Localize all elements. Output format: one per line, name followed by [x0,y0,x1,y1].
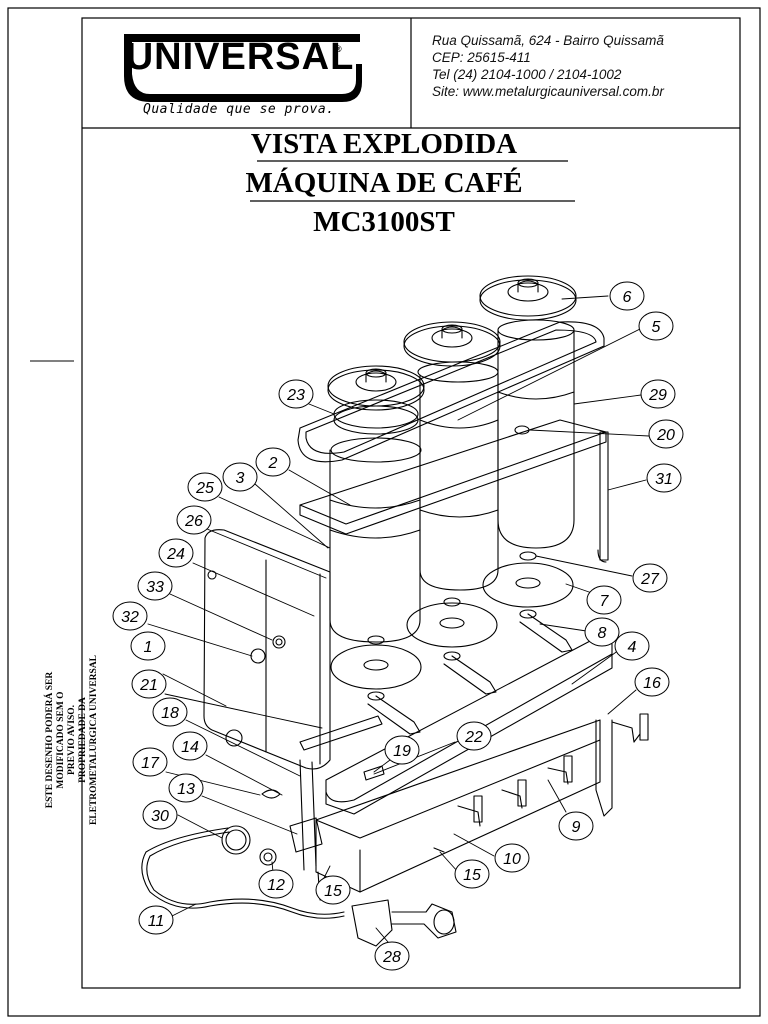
callout-balloon [168,773,204,803]
callout-number: 7 [600,593,610,610]
callout-number: 10 [503,851,521,868]
taps [457,713,649,827]
callout-balloon [158,538,194,568]
callout-number: 6 [623,289,632,306]
callout-balloon [278,379,314,409]
spouts [367,609,573,735]
callout-balloon [132,747,168,777]
callout-number: 29 [648,387,667,404]
canister-left [327,365,425,643]
callout-balloon [130,631,166,661]
callout-balloon [632,563,668,593]
callout-balloon [131,669,167,699]
callout-balloon [614,631,650,661]
callout-number: 22 [464,729,483,746]
callout-balloon [648,419,684,449]
callout-number: 2 [268,455,278,472]
dispenser-discs [330,551,574,690]
callout-balloons: 1234567891011121314151516171819202122232… [112,281,684,971]
callout-number: 1 [144,639,153,656]
callout-number: 4 [628,639,637,656]
power-cable [141,827,345,919]
slogan: Qualidade que se prova. [143,102,335,117]
callout-number: 8 [598,625,607,642]
callout-balloon [255,447,291,477]
callout-balloon [176,505,212,535]
canister-middle [403,321,501,591]
callout-number: 28 [382,949,401,966]
mid-frame [299,419,609,563]
website-line: Site: www.metalurgicauniversal.com.br [432,84,664,99]
callout-balloon [558,811,594,841]
callout-number: 18 [161,705,179,722]
phone-line: Tel (24) 2104-1000 / 2104-1002 [432,67,622,82]
company-address: Rua Quissamã, 624 - Bairro Quissamã CEP:… [432,32,732,100]
callout-number: 33 [146,579,164,596]
callout-number: 19 [393,743,411,760]
callout-balloon [586,585,622,615]
callout-balloon [494,843,530,873]
leader-lines [147,295,650,943]
callout-balloon [172,731,208,761]
registered-mark-icon: ® [335,44,342,54]
boiler-housing [203,529,331,770]
electrical-parts [221,715,445,871]
callout-balloon [638,311,674,341]
brand-name: UNIVERSAL [125,36,355,78]
title-machine: MÁQUINA DE CAFÉ [245,167,523,199]
callout-number: 25 [195,480,214,497]
callout-balloon [384,735,420,765]
callout-number: 13 [177,781,195,798]
title-exploded-view: VISTA EXPLODIDA [250,128,518,160]
callout-number: 12 [267,877,285,894]
postal-code: CEP: 25615-411 [432,50,531,65]
callout-balloon [584,617,620,647]
canister-tray [297,321,605,463]
callout-number: 11 [148,913,165,930]
callout-balloon [138,905,174,935]
callout-number: 23 [286,387,305,404]
callout-balloon [222,462,258,492]
callout-number: 31 [655,471,673,488]
callout-balloon [456,721,492,751]
callout-number: 30 [151,808,169,825]
callout-balloon [646,463,682,493]
callout-balloon [454,859,490,889]
power-plug [351,899,457,947]
callout-balloon [112,601,148,631]
callout-number: 24 [166,546,185,563]
callout-number: 17 [141,755,160,772]
title-model: MC3100ST [313,206,455,238]
callout-number: 16 [643,675,661,692]
callout-number: 32 [121,609,139,626]
brand-logo [124,34,362,102]
callout-balloon [315,875,351,905]
callout-balloon [152,697,188,727]
callout-number: 5 [652,319,661,336]
callout-number: 27 [640,571,660,588]
callout-number: 3 [236,470,245,487]
callout-number: 21 [139,677,158,694]
callout-number: 15 [324,883,342,900]
callout-number: 15 [463,867,481,884]
callout-number: 9 [572,819,581,836]
callout-balloon [374,941,410,971]
callout-balloon [634,667,670,697]
logo: UNIVERSAL [120,26,360,106]
callout-number: 14 [181,739,199,756]
callout-balloon [640,379,676,409]
callout-balloon [609,281,645,311]
address-line: Rua Quissamã, 624 - Bairro Quissamã [432,33,664,48]
callout-balloon [187,472,223,502]
callout-balloon [142,800,178,830]
callout-number: 20 [656,427,675,444]
callout-balloon [137,571,173,601]
callout-balloon [258,869,294,899]
canister-right [479,275,577,549]
callout-number: 26 [184,513,203,530]
